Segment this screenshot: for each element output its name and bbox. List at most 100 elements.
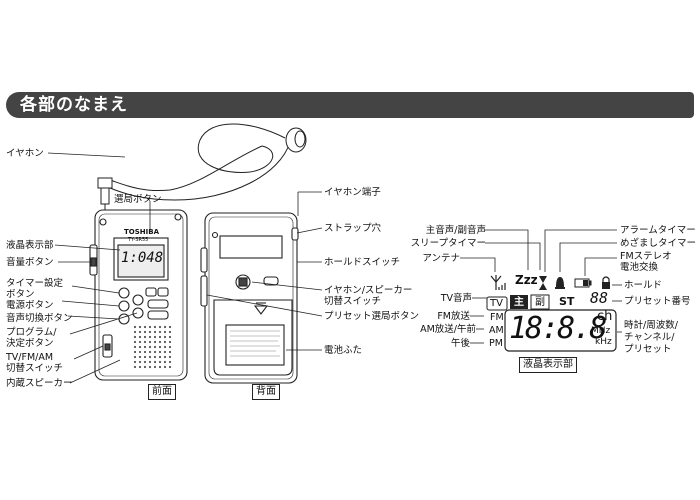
device-display: 1:048 [121, 250, 164, 266]
grille-dot [158, 340, 162, 344]
label-select-button: 選局ボタン [114, 194, 162, 205]
grille-dot [138, 350, 142, 354]
label-ear-switch-1: イヤホン/スピーカー [324, 285, 413, 296]
main-audio-box [510, 295, 528, 309]
grille-dot [163, 355, 167, 359]
caption-back: 背面 [252, 384, 280, 400]
label-battery-cover: 電池ふた [324, 345, 363, 356]
grille-dot [153, 335, 157, 339]
grille-dot [163, 340, 167, 344]
label-ear-switch-2: 切替スイッチ [324, 296, 382, 307]
caption-lcd: 液晶表示部 [519, 357, 577, 373]
device-brand: TOSHIBA [124, 228, 159, 236]
grille-dot [153, 340, 157, 344]
grille-dot [138, 365, 142, 369]
grille-dot [138, 330, 142, 334]
grille-dot [163, 335, 167, 339]
label-earphone: イヤホン [6, 148, 44, 159]
grille-dot [158, 365, 162, 369]
label-fm-stereo: FMステレオ [620, 251, 672, 262]
label-strap: ストラップ穴 [324, 223, 382, 234]
grille-dot [163, 330, 167, 334]
label-program-2: 決定ボタン [6, 338, 54, 349]
grille-dot [138, 355, 142, 359]
lcd-zzz: Zzz [515, 273, 538, 287]
lcd-fm: FM [490, 312, 504, 323]
grille-dot [138, 335, 142, 339]
label-speaker: 内蔵スピーカー [6, 378, 73, 389]
battery-icon [574, 278, 592, 288]
grille-dot [148, 355, 152, 359]
caption-front: 前面 [148, 384, 176, 400]
grille-dot [158, 350, 162, 354]
grille-dot [133, 335, 137, 339]
lcd-am: AM [489, 325, 504, 336]
grille-dot [143, 360, 147, 364]
grille-dot [168, 345, 172, 349]
label-jack: イヤホン端子 [324, 187, 381, 198]
label-lcd: 液晶表示部 [6, 240, 54, 251]
lcd-khz: kHz [595, 337, 612, 347]
grille-dot [158, 360, 162, 364]
label-am-band: AM放送/午前 [420, 324, 476, 335]
grille-dot [153, 330, 157, 334]
grille-dot [133, 350, 137, 354]
label-sleep: スリープタイマー [410, 238, 486, 249]
antenna-icon [490, 275, 506, 290]
grille-dot [158, 355, 162, 359]
grille-dot [148, 325, 152, 329]
label-band-1: TV/FM/AM [6, 352, 54, 363]
label-battery-swap: 電池交換 [620, 262, 659, 273]
label-preset-no: プリセット番号 [624, 296, 691, 307]
grille-dot [148, 330, 152, 334]
lcd-mhz: MHz [591, 326, 611, 336]
grille-dot [163, 365, 167, 369]
grille-dot [143, 340, 147, 344]
grille-dot [163, 345, 167, 349]
lcd-ch: ch [597, 309, 613, 324]
lcd-pm: PM [489, 338, 503, 349]
label-fm-band: FM放送 [437, 311, 470, 322]
device-model: TY-SR55 [128, 237, 149, 243]
lcd-st: ST [559, 295, 575, 308]
label-program-1: プログラム/ [6, 327, 57, 338]
grille-dot [143, 345, 147, 349]
grille-dot [153, 325, 157, 329]
label-hold-switch: ホールドスイッチ [324, 257, 401, 268]
bell-icon [555, 277, 565, 289]
section-header: 各部のなまえ [6, 92, 694, 118]
grille-dot [143, 365, 147, 369]
grille-dot [148, 360, 152, 364]
grille-dot [168, 350, 172, 354]
grille-dot [148, 340, 152, 344]
grille-dot [168, 360, 172, 364]
label-clock-1: 時計/周波数/ [624, 320, 678, 331]
grille-dot [133, 330, 137, 334]
grille-dot [168, 325, 172, 329]
grille-dot [158, 325, 162, 329]
lcd-tv: TV [490, 298, 503, 309]
grille-dot [138, 360, 142, 364]
lcd-sub: 副 [535, 297, 545, 308]
grille-dot [168, 340, 172, 344]
label-wake: めざましタイマー [620, 238, 697, 249]
grille-dot [153, 365, 157, 369]
label-clock-2: チャンネル/ [624, 332, 675, 343]
label-alarm: アラームタイマー [620, 225, 696, 236]
front-device [89, 209, 188, 381]
grille-dot [158, 335, 162, 339]
lcd-main-digits: 18:8.8 [509, 311, 607, 346]
label-preset-button: プリセット選局ボタン [324, 311, 420, 322]
grille-dot [138, 325, 142, 329]
grille-dot [143, 335, 147, 339]
hourglass-icon [539, 276, 547, 290]
grille-dot [153, 345, 157, 349]
grille-dot [133, 345, 137, 349]
grille-dot [168, 355, 172, 359]
section-title: 各部のなまえ [20, 95, 128, 115]
label-audio-switch: 音声切換ボタン [6, 313, 73, 324]
label-antenna: アンテナ [422, 253, 460, 264]
back-device [200, 212, 299, 384]
label-power: 電源ボタン [6, 300, 54, 311]
grille-dot [163, 350, 167, 354]
